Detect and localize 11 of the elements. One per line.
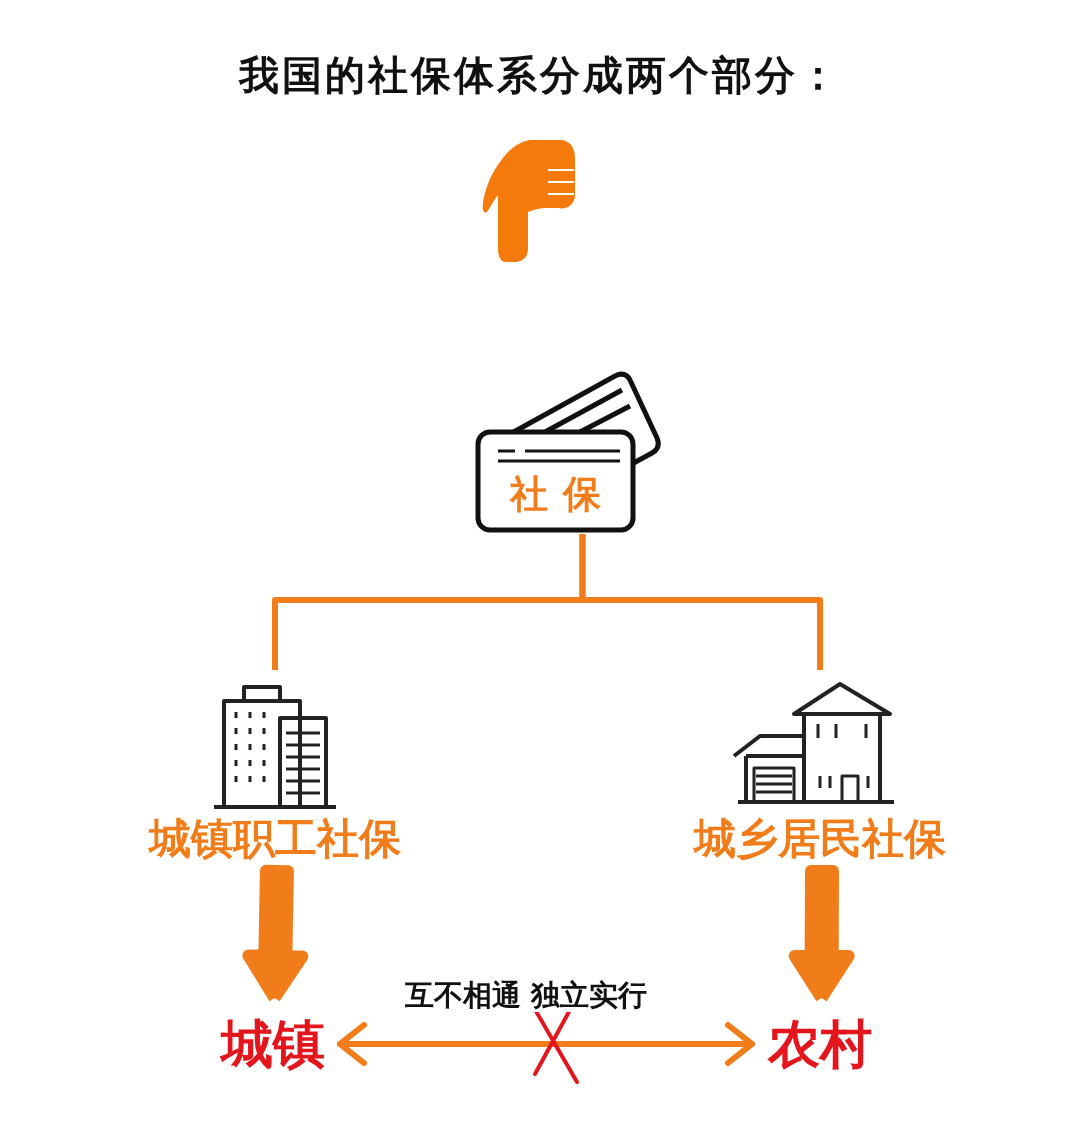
connector-line <box>579 534 823 670</box>
block-arrow <box>788 864 855 1004</box>
region-label: 农村 <box>766 1016 873 1074</box>
title: 我国的社保体系分成两个部分： <box>237 51 842 100</box>
region-label: 城镇 <box>218 1016 326 1074</box>
block-arrow <box>242 864 309 1004</box>
double-arrow <box>337 1022 755 1066</box>
edge-label: 互不相通 独立实行 <box>403 980 650 1012</box>
category-label: 城镇职工社保 <box>147 816 402 863</box>
category-label: 城乡居民社保 <box>692 816 947 863</box>
card-label: 社保 <box>508 474 618 516</box>
